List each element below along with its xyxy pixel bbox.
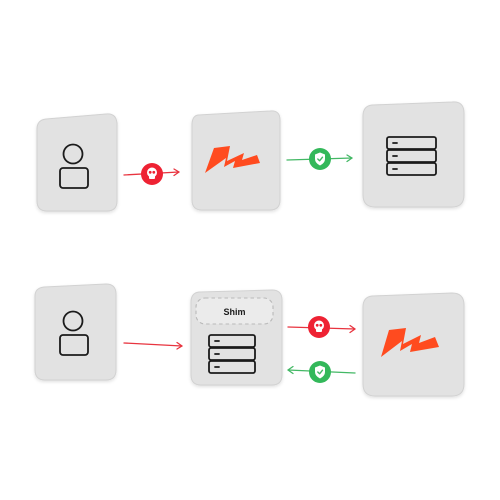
bottom-shim-node: Shim bbox=[190, 289, 283, 386]
bottom-secure-connection bbox=[287, 361, 356, 383]
shim-label: Shim bbox=[223, 307, 245, 317]
shield-check-icon bbox=[309, 148, 331, 170]
bottom-logo-node bbox=[362, 292, 465, 397]
top-middle-node bbox=[191, 110, 281, 211]
top-secure-connection bbox=[286, 148, 353, 170]
top-server-node bbox=[362, 101, 465, 208]
skull-icon bbox=[141, 163, 163, 185]
top-insecure-connection bbox=[123, 163, 180, 185]
server-rack-icon bbox=[208, 334, 256, 374]
top-row bbox=[36, 101, 465, 212]
bottom-direct-connection bbox=[123, 341, 183, 350]
shim-box bbox=[195, 297, 274, 325]
bottom-row: Shim bbox=[34, 283, 465, 397]
bottom-user-node bbox=[34, 283, 117, 381]
user-icon bbox=[59, 143, 89, 189]
top-user-node bbox=[36, 113, 118, 212]
server-rack-icon bbox=[386, 136, 437, 176]
lightning-bolt-logo bbox=[205, 146, 260, 173]
skull-icon bbox=[308, 316, 330, 338]
bottom-insecure-connection bbox=[287, 316, 356, 338]
shield-check-icon bbox=[309, 361, 331, 383]
user-icon bbox=[59, 310, 89, 356]
lightning-bolt-logo bbox=[381, 328, 439, 357]
